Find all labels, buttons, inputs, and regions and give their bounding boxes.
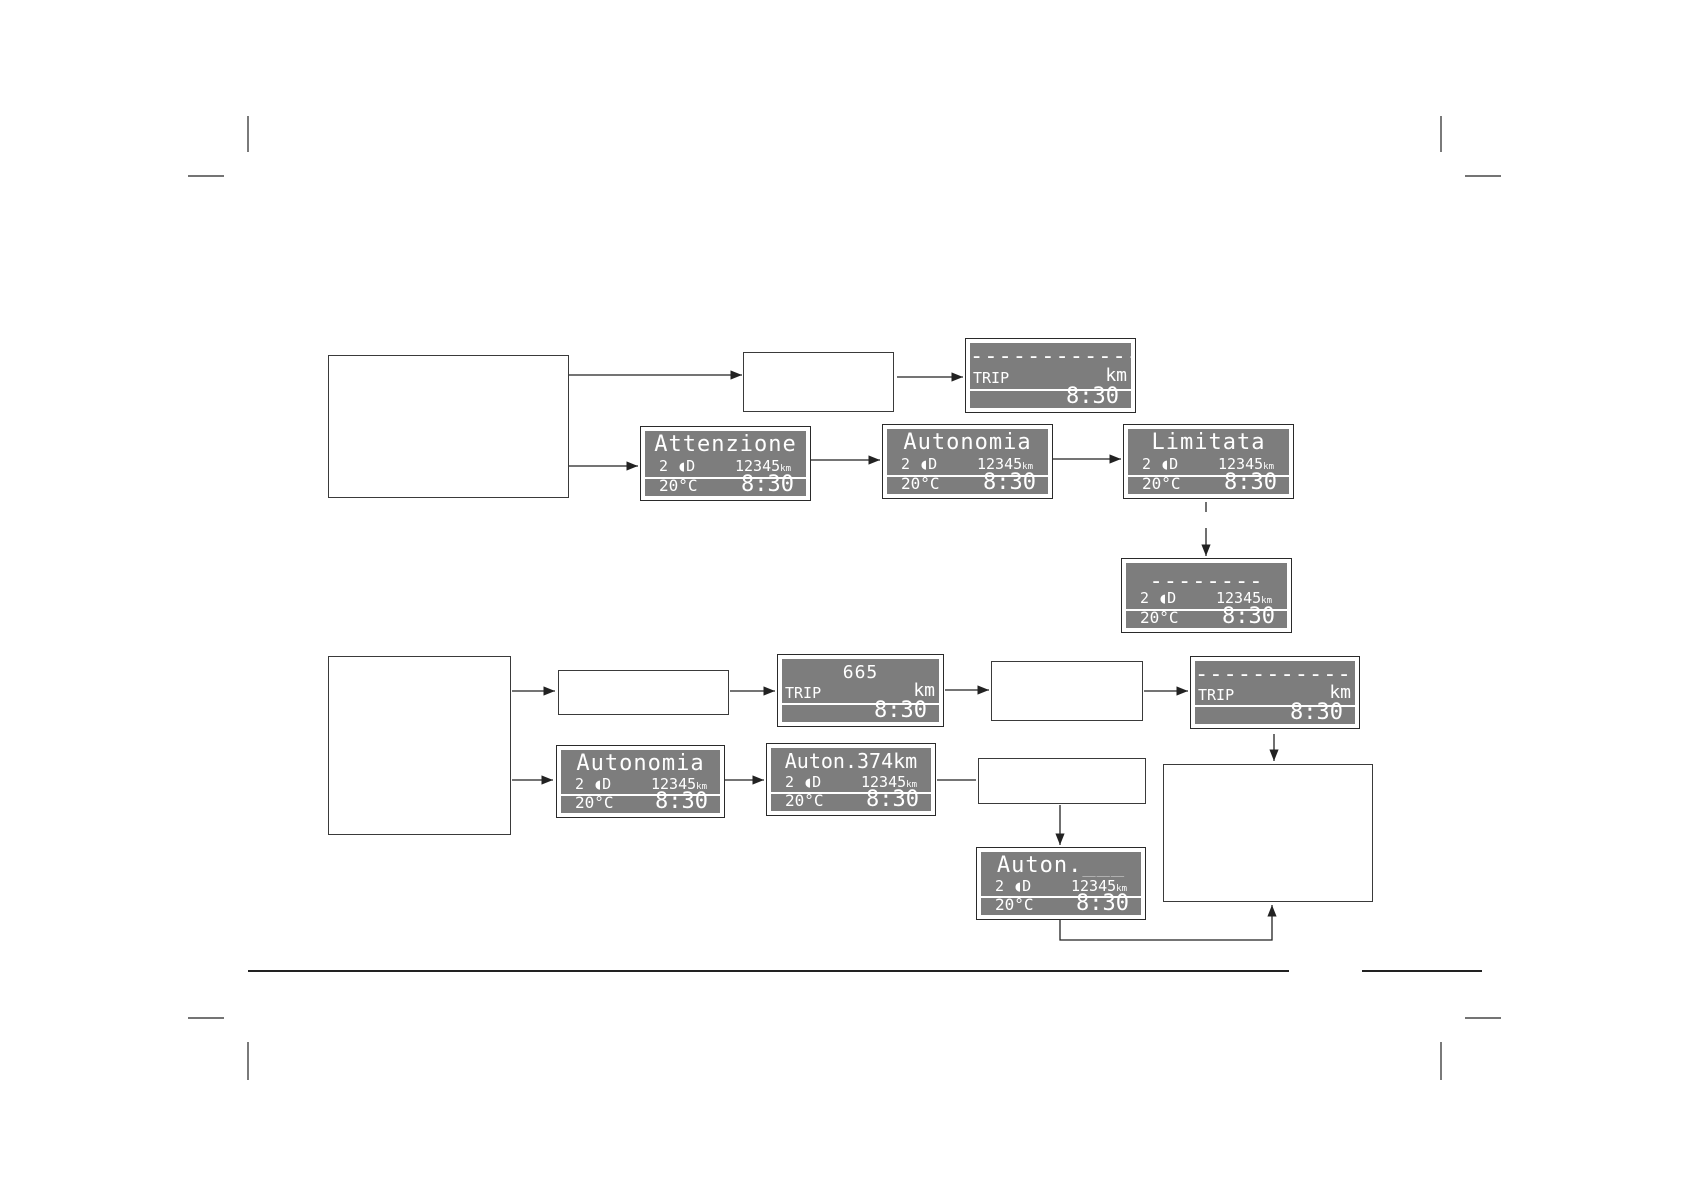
lcd-clock: 8:30	[983, 470, 1036, 495]
condition-box-bottom	[328, 656, 511, 835]
lcd-odometer-unit: km	[1261, 596, 1272, 606]
lcd-trip-unit: km	[913, 680, 935, 702]
lcd-limitata: Limitata 2 ◖D 12345km 20°C 8:30	[1123, 424, 1294, 499]
lcd-trip-reset-top: -------------- TRIP km 8:30	[965, 338, 1136, 413]
lcd-clock: 8:30	[1222, 604, 1275, 629]
lcd-gear: 2	[659, 457, 669, 475]
lcd-odometer-unit: km	[1022, 462, 1033, 472]
lcd-dashes: --------------	[970, 344, 1131, 369]
lcd-auton-blank: Auton.___ 2 ◖D 12345km 20°C 8:30	[976, 847, 1146, 920]
lcd-autonomia-top: Autonomia 2 ◖D 12345km 20°C 8:30	[882, 424, 1053, 499]
headlight-icon: ◖D	[1158, 589, 1177, 607]
headlight-icon: ◖D	[1160, 455, 1179, 473]
lcd-gear: 2	[1140, 589, 1150, 607]
lcd-title: Auton.___	[996, 853, 1126, 878]
lcd-auton-374: Auton.374km 2 ◖D 12345km 20°C 8:30	[766, 743, 936, 816]
lcd-clock: 8:30	[1224, 470, 1277, 495]
lcd-odometer: 12345	[651, 775, 697, 794]
lcd-odometer: 12345	[1218, 455, 1264, 473]
lcd-temperature: 20°C	[785, 791, 824, 810]
lcd-dashes: --------------	[1195, 662, 1355, 687]
lcd-trip-label: TRIP	[785, 684, 822, 703]
lcd-autonomia-bottom: Autonomia 2 ◖D 12345km 20°C 8:30	[556, 745, 725, 818]
lcd-gear: 2	[995, 877, 1005, 896]
lcd-odometer: 12345	[977, 455, 1023, 473]
headlight-icon: ◖D	[1013, 877, 1032, 896]
action-box-bottom-3	[978, 758, 1146, 804]
lcd-clock: 8:30	[1076, 891, 1129, 916]
lcd-clock: 8:30	[1290, 700, 1343, 725]
lcd-temperature: 20°C	[1142, 474, 1181, 493]
lcd-odometer-unit: km	[696, 782, 707, 793]
lcd-clock: 8:30	[655, 789, 708, 814]
lcd-gear: 2	[1142, 455, 1152, 473]
lcd-odometer: 12345	[1071, 877, 1117, 896]
lcd-trip-reset-bottom: -------------- TRIP km 8:30	[1190, 656, 1360, 729]
lcd-gear: 2	[785, 773, 795, 792]
lcd-title: Autonomia	[903, 430, 1032, 455]
lcd-temperature: 20°C	[995, 895, 1034, 914]
lcd-odometer: 12345	[861, 773, 907, 792]
lcd-title: --------	[1149, 569, 1264, 589]
lcd-trip-unit: km	[1105, 365, 1127, 386]
lcd-odometer-unit: km	[1116, 884, 1127, 895]
lcd-odometer-unit: km	[906, 780, 917, 791]
lcd-gear: 2	[901, 455, 911, 473]
lcd-temperature: 20°C	[659, 476, 698, 495]
lcd-attenzione: Attenzione 2 ◖D 12345km 20°C 8:30	[640, 426, 811, 501]
headlight-icon: ◖D	[919, 455, 938, 473]
lcd-temperature: 20°C	[575, 793, 614, 812]
lcd-temperature: 20°C	[901, 474, 940, 493]
headlight-icon: ◖D	[677, 457, 696, 475]
headlight-icon: ◖D	[593, 775, 612, 794]
lcd-title: Attenzione	[654, 432, 797, 457]
action-box-bottom-2	[991, 661, 1143, 721]
headlight-icon: ◖D	[803, 773, 822, 792]
lcd-odometer: 12345	[1216, 589, 1262, 607]
lcd-odometer-unit: km	[780, 464, 791, 474]
action-box-top	[743, 352, 894, 412]
lcd-odometer-unit: km	[1263, 462, 1274, 472]
lcd-clock: 8:30	[866, 787, 919, 812]
lcd-clock: 8:30	[741, 472, 794, 497]
lcd-title: Autonomia	[576, 751, 705, 776]
action-box-bottom-1	[558, 670, 729, 715]
lcd-trip-value: 665	[842, 662, 879, 683]
lcd-temperature: 20°C	[1140, 608, 1179, 627]
lcd-clock: 8:30	[1066, 384, 1119, 409]
lcd-title: Auton.374km	[784, 749, 918, 773]
lcd-odometer: 12345	[735, 457, 781, 475]
lcd-dashes-mid: -------- 2 ◖D 12345km 20°C 8:30	[1121, 558, 1292, 633]
lcd-trip-label: TRIP	[973, 369, 1010, 387]
lcd-clock: 8:30	[874, 698, 927, 723]
lcd-trip-665: 665 TRIP km 8:30	[777, 654, 944, 727]
result-box-bottom	[1163, 764, 1373, 902]
lcd-trip-label: TRIP	[1198, 686, 1235, 705]
lcd-trip-unit: km	[1329, 682, 1351, 704]
lcd-gear: 2	[575, 775, 585, 794]
condition-box-top	[328, 355, 569, 498]
lcd-title: Limitata	[1151, 430, 1266, 455]
